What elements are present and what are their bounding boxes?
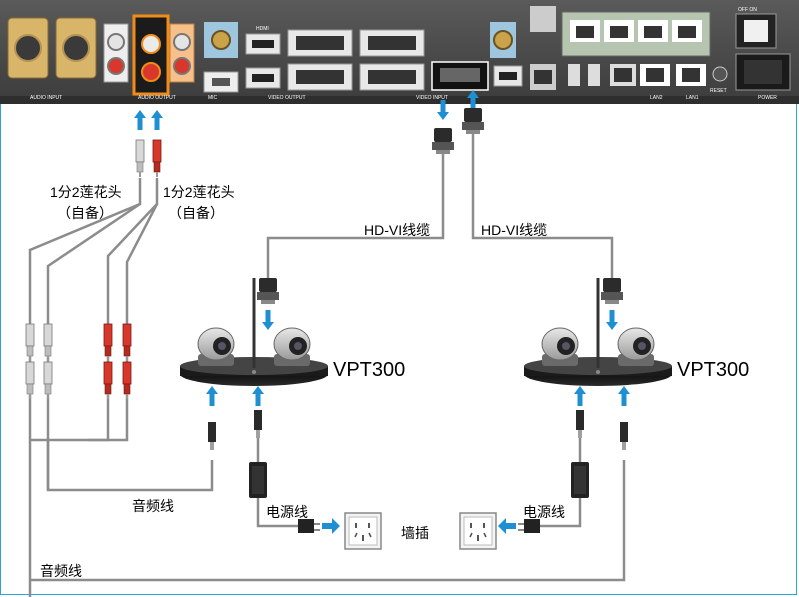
splitter-label-right: 1分2莲花头 (163, 184, 235, 200)
codec-rear-panel (0, 0, 799, 104)
panel-label-off-on: OFF ON (738, 7, 757, 13)
splitter-note-left: （自备） (57, 205, 113, 221)
left-arrow-icon (498, 518, 516, 534)
panel-label-lan2: LAN2 (650, 95, 663, 101)
panel-label-mic: MIC (208, 95, 218, 101)
camera-left (179, 277, 329, 387)
camera-right (523, 277, 673, 387)
audio-cable-label-bottom: 音频线 (40, 563, 82, 579)
power-cable-label-right: 电源线 (523, 504, 565, 520)
hdvi-cable-label-right: HD-VI线缆 (481, 222, 548, 238)
audio-cable-label-middle: 音频线 (132, 498, 174, 514)
panel-label-audio-output: AUDIO OUTPUT (138, 95, 176, 101)
panel-label-audio-input: AUDIO INPUT (30, 95, 62, 101)
right-arrow-icon (322, 518, 340, 534)
panel-label-video-output: VIDEO OUTPUT (268, 95, 306, 101)
panel-label-power: POWER (758, 95, 777, 101)
camera-label-left: VPT300 (333, 359, 406, 381)
panel-label-reset: RESET (710, 88, 727, 94)
wall-socket-label: 墙插 (401, 525, 429, 541)
camera-label-right: VPT300 (677, 359, 750, 381)
power-cable-label-left: 电源线 (266, 504, 308, 520)
panel-label-lan1: LAN1 (686, 95, 699, 101)
hdvi-cable-label-left: HD-VI线缆 (364, 222, 431, 238)
splitter-label-left: 1分2莲花头 (50, 184, 122, 200)
panel-label-video-input: VIDEO INPUT (416, 95, 448, 101)
splitter-note-right: （自备） (168, 205, 224, 221)
panel-label-hdmi: HDMI (256, 26, 269, 32)
